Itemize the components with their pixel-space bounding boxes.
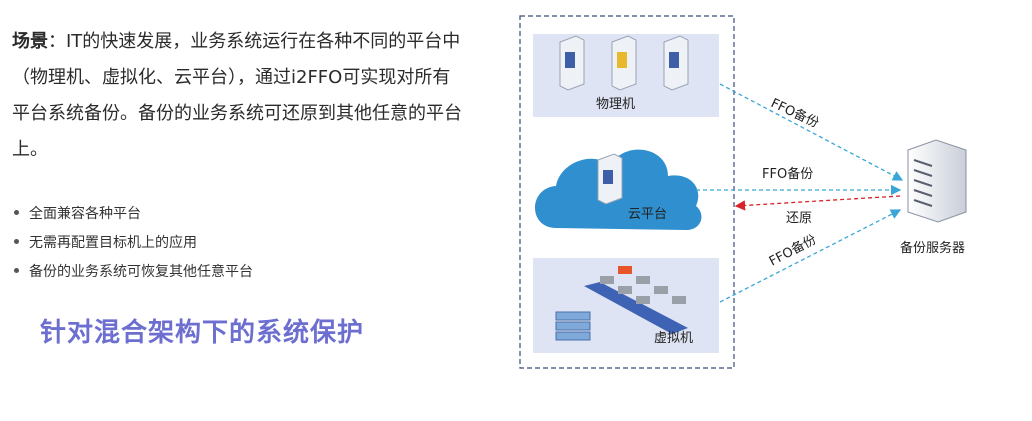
physical-machines-node: 物理机 — [533, 34, 719, 117]
scene-text: IT的快速发展，业务系统运行在各种不同的平台中（物理机、虚拟化、云平台），通过i… — [12, 31, 462, 160]
physical-backup-label: FFO备份 — [768, 95, 821, 131]
backup-server-node: 备份服务器 — [900, 139, 967, 256]
platform-group-frame — [519, 15, 735, 369]
virtual-machines-node: 虚拟机 — [533, 258, 719, 353]
cloud-backup-label: FFO备份 — [762, 166, 813, 182]
list-item: 全面兼容各种平台 — [12, 200, 253, 229]
list-item: 备份的业务系统可恢复其他任意平台 — [12, 258, 253, 287]
bullet-icon — [14, 268, 19, 273]
cloud-restore-arrow — [734, 195, 901, 211]
bullet-icon — [14, 210, 19, 215]
storage-icon — [555, 311, 591, 341]
virtual-backup-label: FFO备份 — [766, 231, 819, 269]
virtual-backup-arrow — [719, 209, 902, 303]
feature-list: 全面兼容各种平台 无需再配置目标机上的应用 备份的业务系统可恢复其他任意平台 — [12, 200, 253, 287]
scene-description: 场景：IT的快速发展，业务系统运行在各种不同的平台中（物理机、虚拟化、云平台），… — [12, 24, 462, 168]
cloud-platform-node: 云平台 — [535, 149, 702, 230]
server-icon — [907, 139, 967, 223]
cloud-restore-label: 还原 — [786, 211, 812, 226]
scene-colon: ： — [48, 31, 66, 52]
backup-server-label: 备份服务器 — [900, 240, 965, 256]
virtual-label: 虚拟机 — [654, 331, 693, 346]
physical-backup-arrow — [719, 83, 904, 181]
scene-label: 场景 — [12, 31, 48, 52]
virtualization-layer-icon — [584, 282, 688, 334]
headline: 针对混合架构下的系统保护 — [40, 318, 365, 348]
cloud-label: 云平台 — [628, 207, 667, 222]
list-item: 无需再配置目标机上的应用 — [12, 229, 253, 258]
bullet-icon — [14, 239, 19, 244]
physical-label: 物理机 — [596, 97, 635, 112]
server-icon — [559, 35, 689, 91]
